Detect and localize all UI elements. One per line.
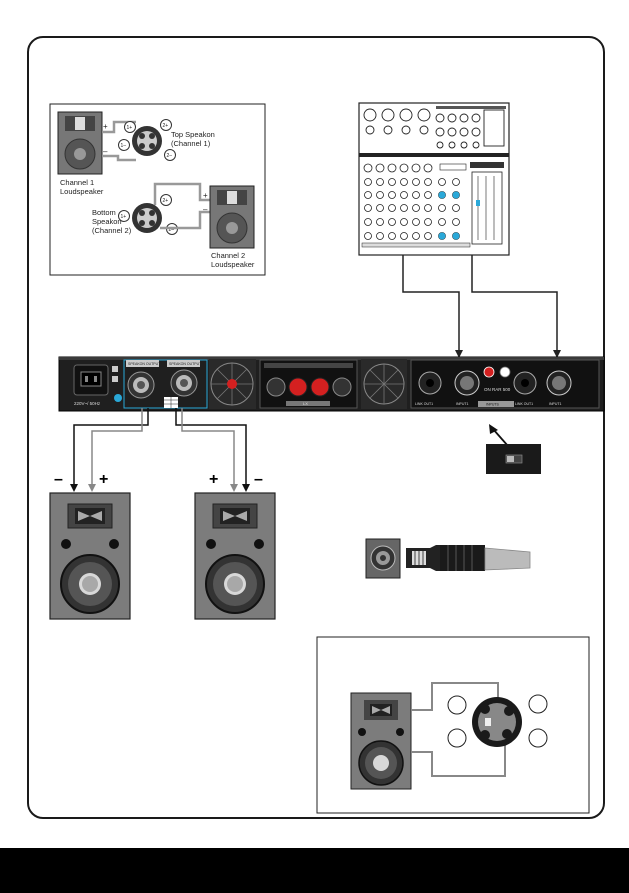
svg-text:2–: 2– bbox=[167, 153, 173, 159]
svg-text:1+: 1+ bbox=[121, 214, 127, 220]
right-speaker-cabinet bbox=[194, 492, 276, 620]
left-speaker-cabinet bbox=[49, 492, 131, 620]
amplifier-rear-panel: 220V~/ 50Hz SPEAKON OUTPUT SPEAKON OUTPU… bbox=[58, 356, 605, 412]
link-outs-1-label: LINK OUT1 bbox=[415, 402, 433, 406]
page-frame bbox=[27, 36, 605, 819]
cable-mixer-to-input1 bbox=[402, 255, 460, 356]
mode-switch-detail bbox=[486, 424, 541, 474]
speaker-pinout-inset bbox=[316, 636, 590, 814]
svg-text:2+: 2+ bbox=[163, 123, 169, 129]
inputs-1-label: INPUT1 bbox=[456, 402, 469, 406]
speakon-output-ch1-label: SPEAKON OUTPUT bbox=[128, 362, 161, 366]
svg-text:1+: 1+ bbox=[127, 125, 133, 131]
inputs-2-label: INPUT1 bbox=[549, 402, 562, 406]
top-speakon-line1: Top Speakon bbox=[171, 130, 215, 139]
svg-text:2–: 2– bbox=[169, 227, 175, 233]
speakon-output-ch2-label: SPEAKON OUTPUT bbox=[169, 362, 202, 366]
cable-mixer-to-input2 bbox=[471, 255, 558, 356]
pin-labels-top: 1+ 2+ 1– 2– bbox=[118, 119, 176, 161]
channel2-label-line1: Channel 2 bbox=[211, 251, 245, 260]
output-cables bbox=[70, 408, 250, 492]
channel1-label-line2: Loudspeaker bbox=[60, 187, 104, 196]
bottom-speakon-line2: Speakon bbox=[92, 217, 122, 226]
bottom-speakon-line3: (Channel 2) bbox=[92, 226, 132, 235]
channel2-label-line2: Loudspeaker bbox=[211, 260, 255, 269]
top-speakon-connector-icon bbox=[132, 126, 162, 156]
mixer-console bbox=[358, 102, 510, 256]
channel2-loudspeaker-icon bbox=[209, 185, 255, 249]
bottom-speakon-connector-icon bbox=[132, 203, 162, 233]
bottom-speakon-line1: Bottom bbox=[92, 208, 116, 217]
footer-bar bbox=[0, 848, 629, 893]
link-outs-2-label: LINK OUT1 bbox=[515, 402, 533, 406]
right-plus-sign: + bbox=[209, 471, 218, 488]
top-speakon-line2: (Channel 1) bbox=[171, 139, 211, 148]
channel1-label-line1: Channel 1 bbox=[60, 178, 94, 187]
inputs-header-label: INPUTS bbox=[486, 403, 500, 407]
voltage-label: 220V~/ 50Hz bbox=[74, 401, 101, 406]
left-minus-sign: – bbox=[54, 471, 63, 488]
channel1-loudspeaker-icon bbox=[57, 111, 103, 175]
svg-text:1–: 1– bbox=[121, 143, 127, 149]
ch1-plus-sign: + bbox=[103, 122, 108, 131]
svg-text:2+: 2+ bbox=[163, 198, 169, 204]
ch1-minus-sign: – bbox=[103, 147, 108, 156]
ch2-plus-sign: + bbox=[203, 191, 208, 200]
rca-label: ON RAR 500 bbox=[484, 387, 511, 392]
right-minus-sign: – bbox=[254, 471, 263, 488]
speakon-plug-detail bbox=[365, 538, 531, 579]
pin-labels-bottom: 1+ 2+ 2– bbox=[118, 194, 178, 235]
ch2-minus-sign: – bbox=[203, 205, 208, 214]
wiring-diagram: Channel 1 Loudspeaker + – 1+ 2+ 1– 2– To… bbox=[49, 102, 605, 814]
brand-strip: LX bbox=[303, 401, 308, 406]
speakon-wiring-inset: Channel 1 Loudspeaker + – 1+ 2+ 1– 2– To… bbox=[49, 103, 266, 276]
left-plus-sign: + bbox=[99, 471, 108, 488]
